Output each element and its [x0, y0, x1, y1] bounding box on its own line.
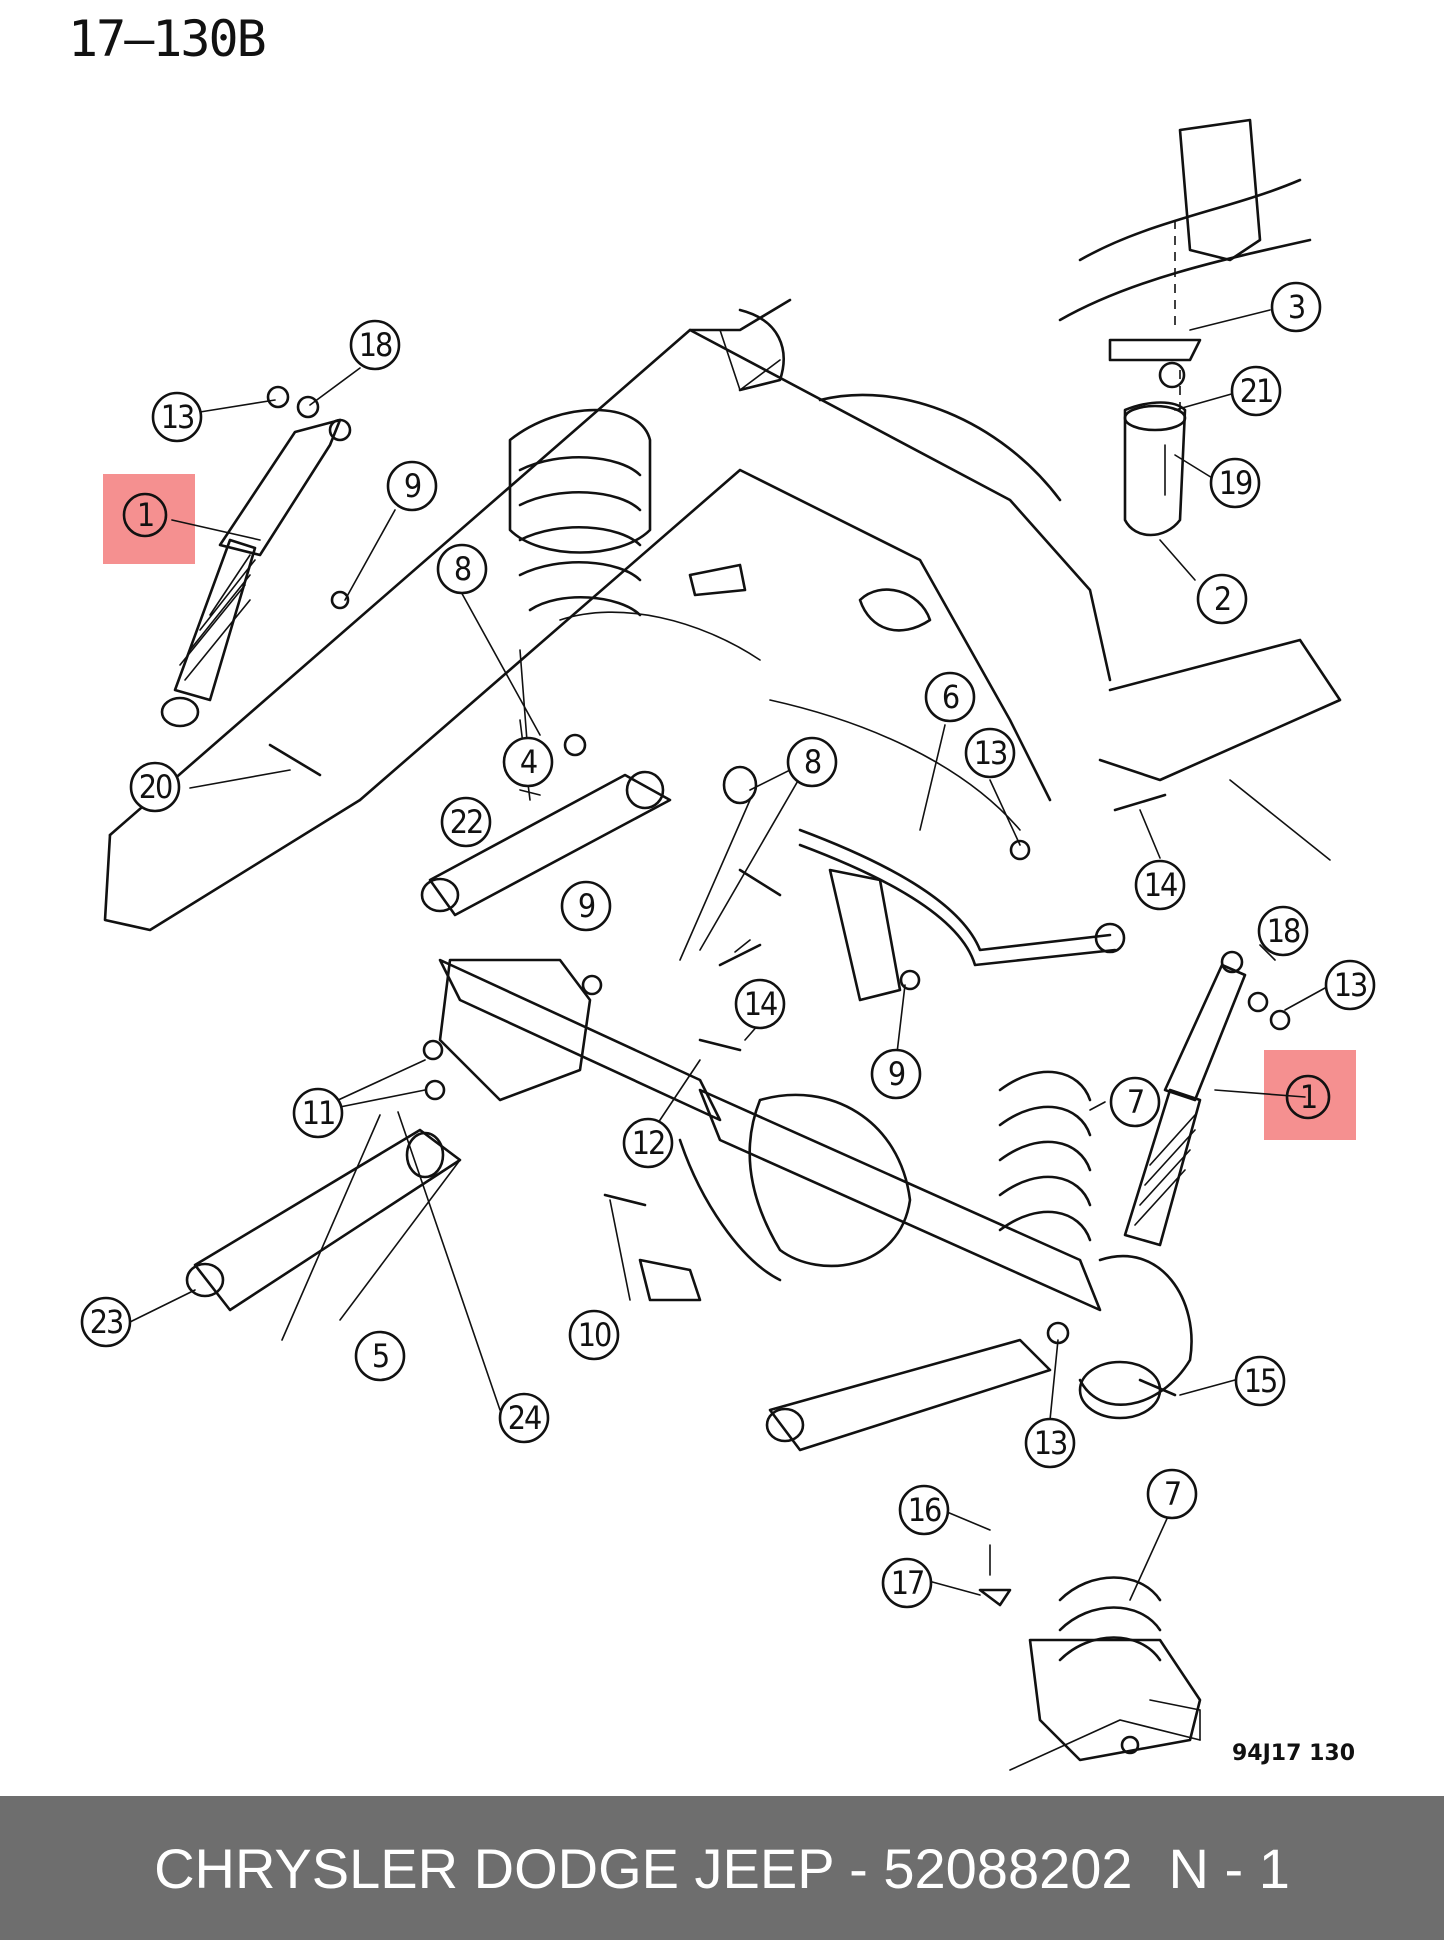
callout-13-center: 13 [964, 727, 1016, 779]
svg-text:7: 7 [1164, 1475, 1180, 1513]
svg-text:22: 22 [450, 803, 483, 841]
svg-text:5: 5 [372, 1337, 388, 1375]
footer-brand: CHRYSLER DODGE JEEP [154, 1836, 834, 1900]
suspension-exploded-diagram: 1 1 2 3 4 5 6 7 7 8 8 9 9 9 10 11 12 13 … [80, 118, 1376, 1771]
callout-19: 19 [1209, 457, 1261, 509]
callout-13-right: 13 [1324, 959, 1376, 1011]
shock-absorber-right [1123, 950, 1247, 1247]
svg-text:9: 9 [404, 467, 421, 505]
callout-3: 3 [1270, 281, 1322, 333]
callout-1-right: 1 [1285, 1074, 1331, 1120]
drawing-code: 94J17 130 [1232, 1741, 1355, 1766]
callout-14-center: 14 [734, 978, 786, 1030]
footer-position: N - 1 [1168, 1836, 1290, 1900]
svg-text:17: 17 [891, 1564, 924, 1602]
svg-text:15: 15 [1244, 1362, 1277, 1400]
lower-control-arm-right [765, 1338, 1052, 1452]
callout-8-lower: 8 [786, 736, 838, 788]
svg-text:14: 14 [1144, 866, 1177, 904]
svg-text:18: 18 [1267, 912, 1300, 950]
svg-text:10: 10 [578, 1316, 611, 1354]
svg-text:12: 12 [632, 1124, 665, 1162]
callout-5: 5 [354, 1330, 406, 1382]
rear-axle [438, 958, 1193, 1420]
svg-text:7: 7 [1127, 1083, 1143, 1121]
svg-text:8: 8 [454, 550, 471, 588]
svg-text:13: 13 [161, 398, 194, 436]
callout-6: 6 [924, 671, 976, 723]
callout-17: 17 [881, 1557, 933, 1609]
callout-13-lower: 13 [1024, 1417, 1076, 1469]
svg-text:23: 23 [90, 1303, 123, 1341]
lower-control-arm-left [185, 1128, 462, 1312]
highlight-box-left [103, 474, 195, 564]
svg-text:13: 13 [1334, 966, 1367, 1004]
svg-text:8: 8 [804, 743, 821, 781]
svg-text:6: 6 [942, 678, 959, 716]
callout-18-upper: 18 [349, 319, 401, 371]
svg-text:13: 13 [974, 734, 1007, 772]
upper-control-arm [420, 765, 758, 917]
callout-20: 20 [129, 761, 181, 813]
callout-10: 10 [568, 1309, 620, 1361]
svg-text:18: 18 [359, 326, 392, 364]
svg-text:24: 24 [508, 1399, 541, 1437]
callout-9-lower: 9 [870, 1048, 922, 1100]
stabilizer-bar [798, 828, 1126, 1002]
footer-separator: - [849, 1836, 868, 1900]
callout-21: 21 [1230, 365, 1282, 417]
callout-15: 15 [1234, 1355, 1286, 1407]
callout-1-left: 1 [122, 492, 168, 538]
footer-part-label: CHRYSLER DODGE JEEP - 52088202 [154, 1836, 1132, 1901]
coil-spring-upper [508, 408, 652, 617]
callout-16: 16 [898, 1484, 950, 1536]
part-footer-bar: CHRYSLER DODGE JEEP - 52088202 N - 1 [0, 1796, 1444, 1940]
footer-part-number: 52088202 [883, 1836, 1133, 1900]
callout-22: 22 [440, 796, 492, 848]
callout-7-main: 7 [1109, 1076, 1161, 1128]
svg-text:13: 13 [1034, 1424, 1067, 1462]
svg-text:11: 11 [302, 1094, 335, 1132]
svg-text:1: 1 [137, 496, 153, 534]
callout-11: 11 [292, 1087, 344, 1139]
fasteners [266, 361, 1291, 1397]
sheet-code: 17–130B [68, 10, 267, 68]
callout-8-upper: 8 [436, 543, 488, 595]
svg-text:4: 4 [520, 743, 537, 781]
spring-seat-inset [978, 1544, 1202, 1771]
svg-text:16: 16 [908, 1491, 941, 1529]
callout-4: 4 [502, 736, 554, 788]
svg-text:9: 9 [578, 887, 595, 925]
coil-spring-lower [998, 1070, 1092, 1242]
leader-lines [129, 309, 1326, 1601]
callout-7-inset: 7 [1146, 1468, 1198, 1520]
shock-absorber-left [160, 418, 352, 728]
svg-text:14: 14 [744, 985, 777, 1023]
callout-23: 23 [80, 1296, 132, 1348]
callout-18-right: 18 [1257, 905, 1309, 957]
vehicle-frame [103, 118, 1342, 932]
jounce-bumper-inset [1108, 220, 1202, 537]
svg-text:9: 9 [888, 1055, 905, 1093]
callout-13-upper-left: 13 [151, 391, 203, 443]
callout-14-right: 14 [1134, 859, 1186, 911]
svg-text:2: 2 [1214, 580, 1230, 618]
callout-12: 12 [622, 1117, 674, 1169]
callout-2: 2 [1196, 573, 1248, 625]
svg-text:19: 19 [1219, 464, 1252, 502]
callout-9-upper: 9 [386, 460, 438, 512]
callout-24: 24 [498, 1392, 550, 1444]
svg-text:20: 20 [139, 768, 172, 806]
svg-text:1: 1 [1300, 1078, 1316, 1116]
svg-text:21: 21 [1240, 372, 1273, 410]
svg-text:3: 3 [1288, 288, 1305, 326]
callout-9-middle: 9 [560, 880, 612, 932]
